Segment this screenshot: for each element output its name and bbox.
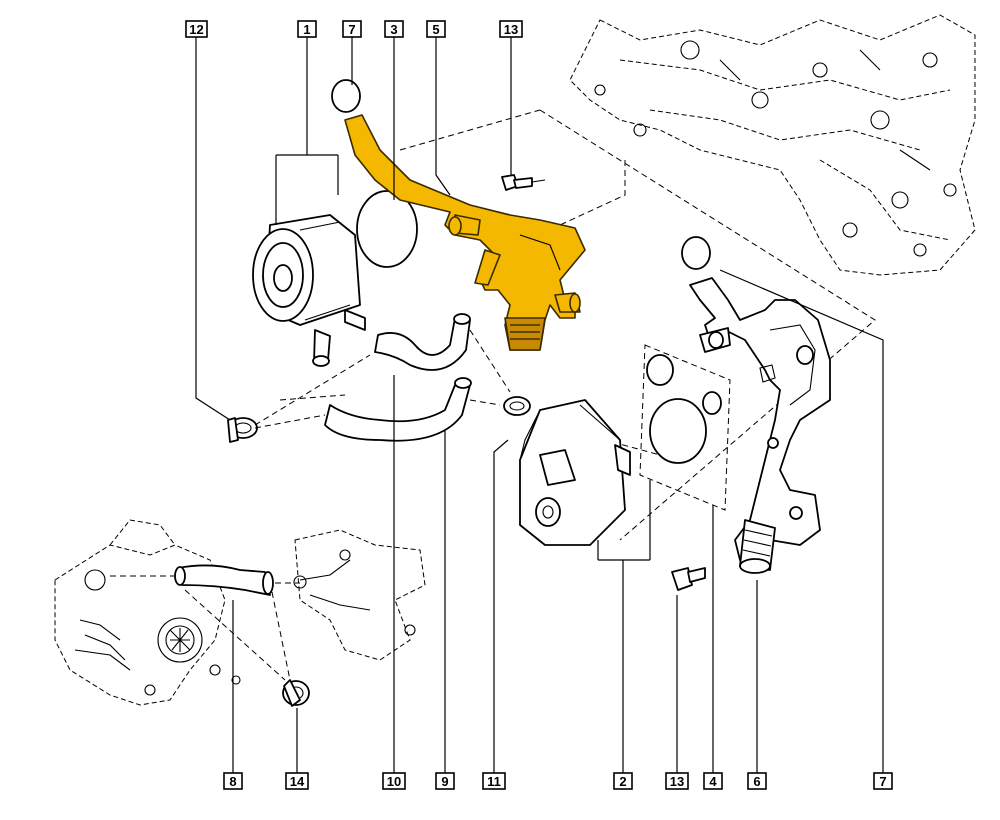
svg-text:12: 12	[189, 22, 203, 37]
hose-clip-bottom	[282, 679, 310, 707]
o-ring-large-left	[356, 190, 418, 268]
svg-text:1: 1	[303, 22, 310, 37]
o-ring-top-left	[331, 79, 361, 113]
callout-1: 1	[297, 20, 317, 38]
callout-13-top: 13	[499, 20, 523, 38]
callout-8: 8	[223, 772, 243, 790]
svg-text:9: 9	[441, 774, 448, 789]
o-ring-top-right	[681, 236, 711, 270]
svg-text:7: 7	[879, 774, 886, 789]
hose-clip-left	[227, 417, 258, 443]
svg-text:6: 6	[753, 774, 760, 789]
svg-text:4: 4	[709, 774, 717, 789]
callout-10: 10	[382, 772, 406, 790]
callout-3: 3	[384, 20, 404, 38]
coolant-pipe-highlighted	[344, 114, 586, 351]
egr-cooler-outline	[54, 519, 241, 706]
svg-text:14: 14	[290, 774, 305, 789]
assembly-arrows	[254, 329, 511, 429]
coolant-pipe-right	[689, 277, 831, 574]
bolt-bottom	[671, 567, 706, 591]
callout-13-bottom: 13	[665, 772, 689, 790]
hose-clip-right	[503, 396, 531, 416]
callout-14: 14	[285, 772, 309, 790]
callout-6: 6	[747, 772, 767, 790]
svg-text:13: 13	[670, 774, 684, 789]
engine-block-outline	[569, 14, 976, 276]
svg-text:7: 7	[348, 22, 355, 37]
svg-text:8: 8	[229, 774, 236, 789]
o-ring-small-right	[646, 354, 674, 386]
assembly-guide-lines	[399, 109, 876, 541]
callout-7-top: 7	[342, 20, 362, 38]
callout-9: 9	[435, 772, 455, 790]
o-ring-tiny-right	[702, 391, 722, 415]
lower-assembly-arrows	[110, 575, 300, 681]
callout-4: 4	[703, 772, 723, 790]
callout-7-bottom: 7	[873, 772, 893, 790]
callout-12: 12	[185, 20, 208, 38]
callout-2: 2	[613, 772, 633, 790]
hose-lower	[324, 377, 472, 442]
callout-11: 11	[482, 772, 506, 790]
svg-text:2: 2	[619, 774, 626, 789]
svg-text:3: 3	[390, 22, 397, 37]
svg-text:10: 10	[387, 774, 401, 789]
svg-text:13: 13	[504, 22, 518, 37]
pipe-union-outline	[293, 529, 426, 661]
oil-cooler-right	[519, 399, 631, 546]
svg-text:11: 11	[487, 774, 501, 789]
hose-lower-left	[174, 564, 274, 596]
bolt-top	[501, 174, 546, 191]
callout-5: 5	[426, 20, 446, 38]
svg-text:5: 5	[432, 22, 439, 37]
leader-lines	[195, 37, 884, 773]
oil-cooler-left	[252, 214, 366, 367]
hose-upper	[374, 313, 471, 371]
o-ring-large-right	[649, 398, 707, 464]
